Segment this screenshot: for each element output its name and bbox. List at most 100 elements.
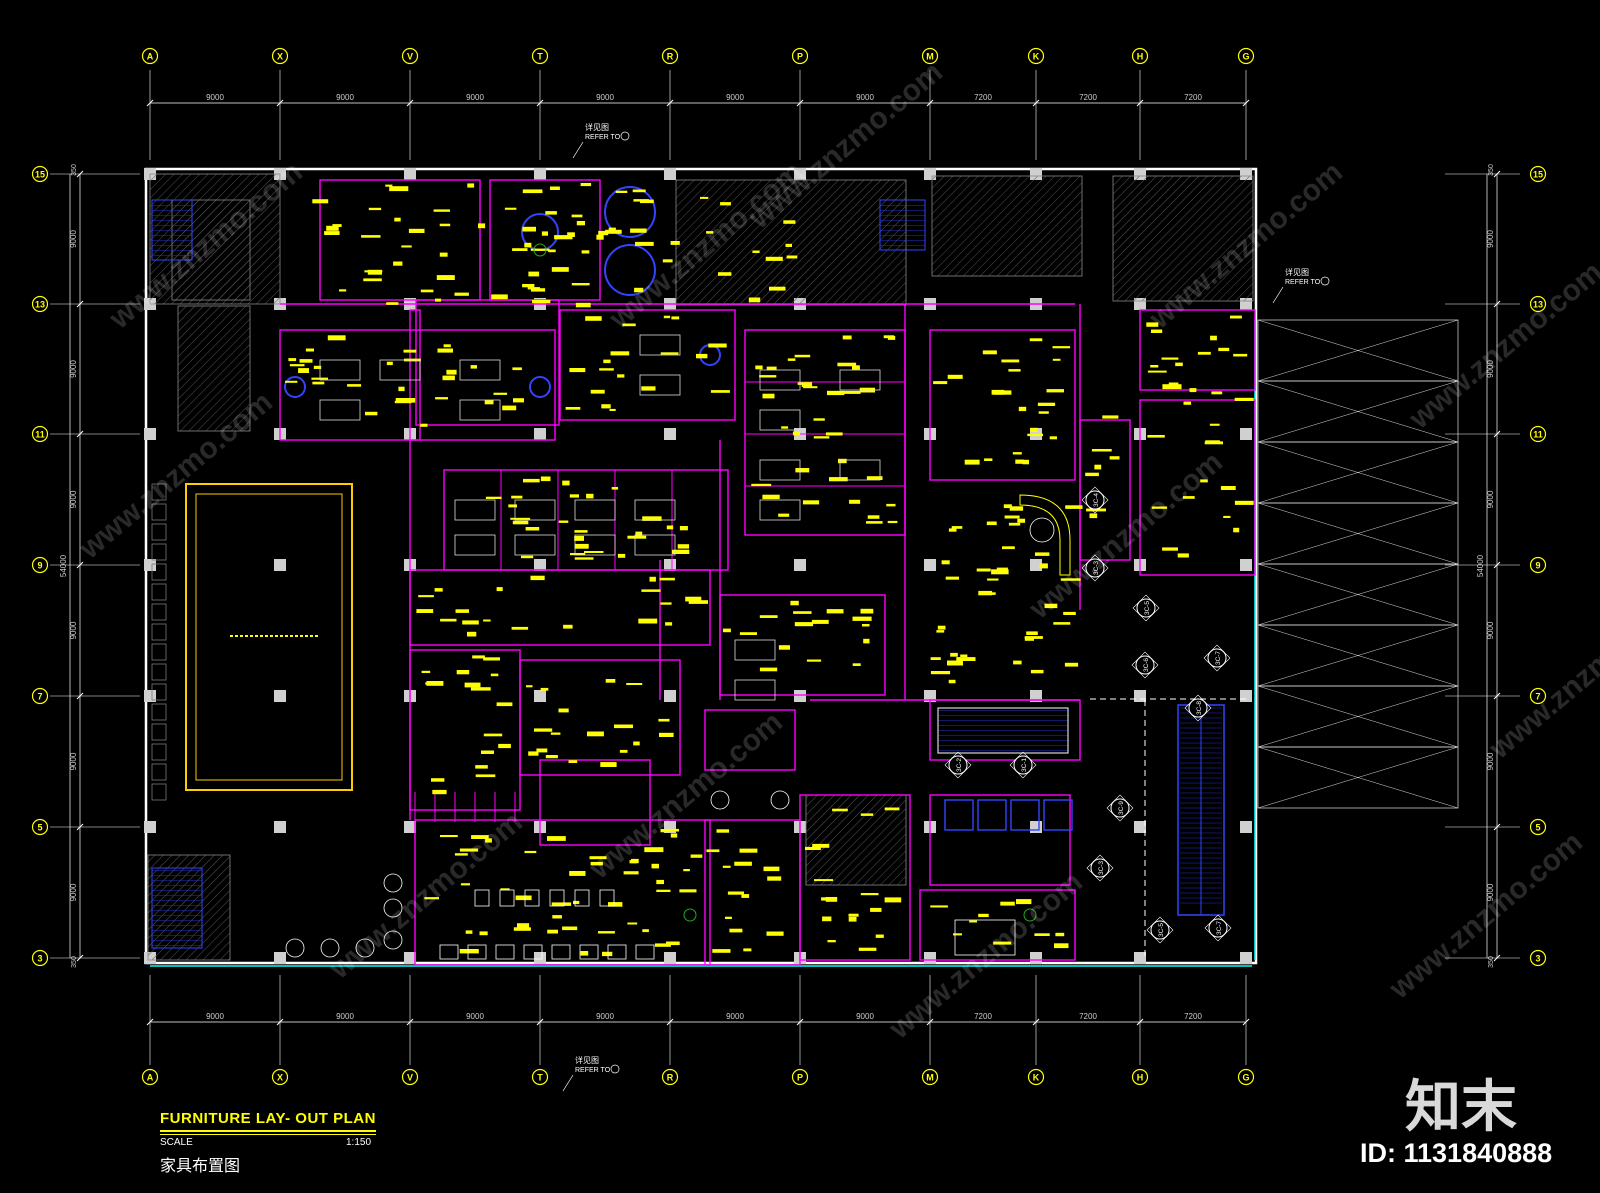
furniture-tag — [813, 436, 830, 439]
furniture-tag — [887, 520, 898, 524]
furniture-tag — [629, 860, 637, 864]
grid-label: 3 — [1535, 954, 1540, 964]
gym-machine — [579, 944, 599, 960]
furniture-tag — [786, 255, 798, 259]
section-marker-label: 3C-4 — [1093, 493, 1100, 507]
furniture-tag — [956, 657, 976, 661]
furniture-tag — [599, 368, 614, 371]
furniture-tag — [508, 504, 517, 508]
furniture-tag — [1044, 603, 1058, 609]
section-marker-label: 3C-8 — [1196, 701, 1203, 715]
furniture-tag — [326, 225, 339, 231]
dimension-text: 9000 — [336, 1012, 354, 1021]
furniture-tag — [512, 520, 529, 525]
furniture-tag — [440, 618, 457, 622]
furniture-tag — [471, 835, 489, 839]
furniture-tag — [668, 828, 679, 832]
section-marker — [1110, 798, 1130, 818]
furniture-tag — [993, 941, 1012, 945]
furniture-tag — [478, 223, 486, 229]
grid-label: G — [1242, 1073, 1249, 1083]
structural-column — [794, 168, 806, 180]
furniture-tag — [398, 386, 405, 392]
furniture-tag — [1151, 506, 1168, 509]
furniture-tag — [481, 750, 494, 754]
furniture-tag — [416, 609, 434, 613]
furniture-tag — [981, 592, 996, 595]
furniture-tag — [729, 928, 743, 933]
section-marker — [1188, 698, 1208, 718]
furniture-tag — [953, 933, 962, 936]
furniture-tag — [793, 611, 812, 614]
furniture-tag — [289, 364, 305, 367]
furniture-tag — [367, 269, 382, 275]
furniture-tag — [670, 241, 680, 245]
refer-bubble — [620, 131, 630, 141]
grid-label: 9 — [37, 561, 42, 571]
treatment-bed — [574, 499, 616, 521]
treatment-bed — [734, 639, 776, 661]
furniture-tag — [803, 386, 818, 389]
furniture-tag — [1008, 369, 1021, 372]
furniture-tag — [1094, 464, 1102, 470]
furniture-tag — [1175, 362, 1183, 367]
furniture-tag — [670, 833, 678, 838]
canopy-diagonal — [1257, 441, 1459, 504]
furniture-tag — [305, 348, 314, 352]
furniture-tag — [605, 229, 622, 234]
grid-bubble — [1529, 949, 1547, 967]
furniture-tag — [456, 670, 470, 675]
section-marker-label: 3C-1 — [1021, 758, 1028, 772]
furniture-tag — [569, 368, 586, 373]
furniture-tag — [587, 731, 604, 737]
grid-label: 5 — [1535, 823, 1540, 833]
furniture-tag — [513, 398, 524, 403]
grid-label: T — [537, 1073, 543, 1083]
section-marker-label: 3C-3 — [1093, 561, 1100, 575]
furniture-tag — [435, 298, 442, 302]
round-table — [1029, 517, 1055, 543]
furniture-tag — [766, 931, 784, 936]
furniture-tag — [778, 513, 790, 517]
gym-machine — [524, 889, 540, 907]
furniture-tag — [530, 248, 550, 251]
dimension-text: 7200 — [1079, 93, 1097, 102]
elevator-car — [1010, 799, 1040, 831]
furniture-tag — [1197, 351, 1211, 355]
furniture-tag — [626, 683, 643, 685]
furniture-tag — [526, 685, 533, 688]
grid-label: V — [407, 52, 413, 62]
grid-bubble — [141, 47, 159, 65]
refer-note-en: REFER TO — [575, 1067, 611, 1074]
furniture-tag — [569, 871, 586, 876]
dimension-text: 9000 — [69, 621, 78, 639]
structural-column — [1240, 428, 1252, 440]
grid-label: A — [147, 52, 154, 62]
furniture-tag — [766, 366, 777, 371]
section-marker-label: 3C-6 — [1143, 658, 1150, 672]
furniture-tag — [706, 849, 720, 853]
furniture-tag — [432, 789, 447, 795]
furniture-tag — [969, 920, 977, 923]
furniture-tag — [483, 657, 500, 661]
furniture-tag — [794, 354, 811, 358]
furniture-tag — [842, 335, 852, 340]
furniture-tag — [394, 400, 412, 404]
furniture-tag — [1168, 382, 1179, 388]
furniture-tag — [590, 389, 605, 394]
furniture-tag — [720, 202, 731, 206]
bathtub-round — [529, 376, 551, 398]
furniture-tag — [443, 344, 451, 348]
furniture-tag — [573, 900, 580, 905]
grid-bubble — [31, 818, 49, 836]
furniture-tag — [327, 335, 346, 341]
furniture-tag — [666, 941, 680, 946]
furniture-tag — [814, 879, 834, 882]
structural-column — [1134, 690, 1146, 702]
structural-column — [1240, 690, 1252, 702]
furniture-tag — [562, 926, 578, 931]
furniture-tag — [642, 929, 649, 933]
furniture-tag — [821, 897, 831, 901]
